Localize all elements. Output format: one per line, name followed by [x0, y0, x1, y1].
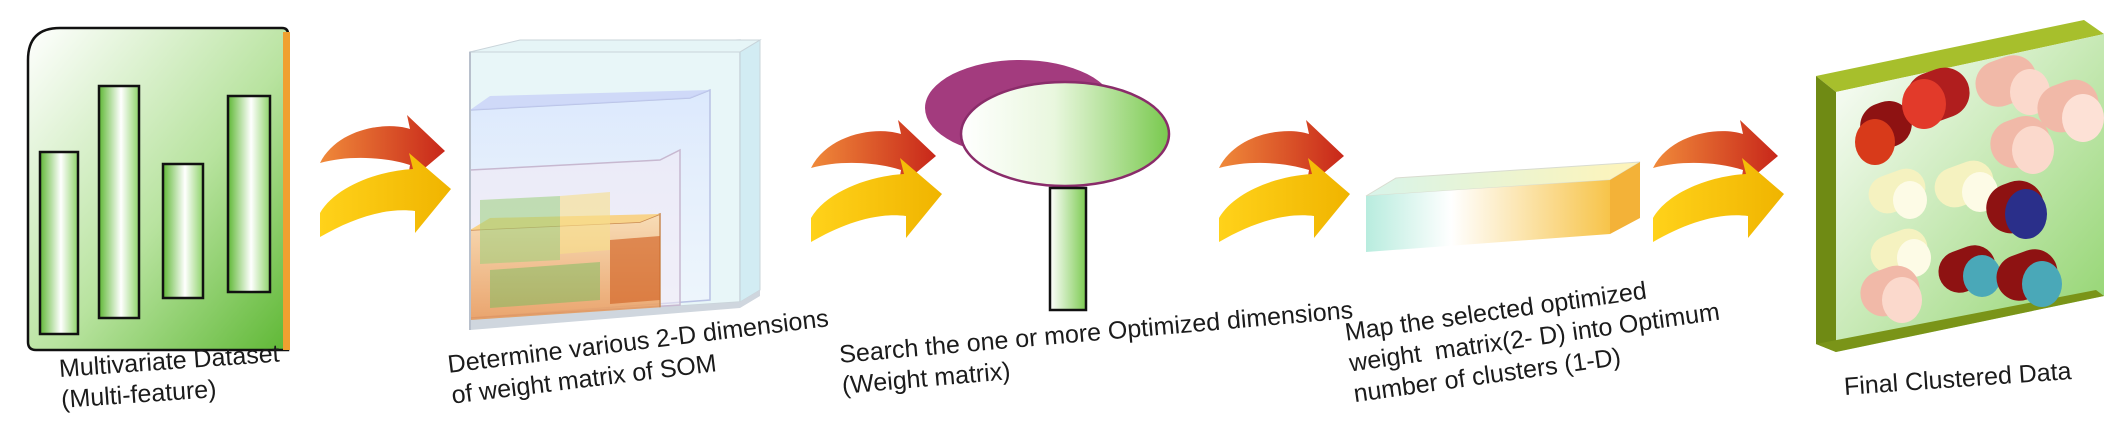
cylinder-icon — [1996, 249, 2062, 307]
process-arrow-icon — [1219, 120, 1350, 242]
cylinder-icon — [1860, 265, 1922, 323]
clustered-data-icon — [1816, 20, 2104, 352]
process-arrow-icon — [320, 115, 451, 237]
bar-chart-icon — [26, 26, 290, 352]
cylinder-icon — [1902, 67, 1970, 129]
cluster-prism-icon — [1365, 161, 1641, 252]
process-arrow-icon — [1653, 120, 1784, 242]
cylinder-icon — [1938, 245, 2001, 297]
optimized-matrix-icon — [925, 60, 1171, 312]
cylinder-icon — [1990, 115, 2054, 174]
weight-matrix-stack-icon — [469, 39, 762, 330]
cylinder-icon — [1868, 168, 1927, 219]
process-arrow-icon — [811, 120, 942, 242]
cylinder-icon — [1986, 180, 2047, 239]
cylinder-icon — [1855, 100, 1912, 165]
cylinder-icon — [1934, 160, 1998, 212]
cylinder-icon — [2037, 79, 2104, 142]
